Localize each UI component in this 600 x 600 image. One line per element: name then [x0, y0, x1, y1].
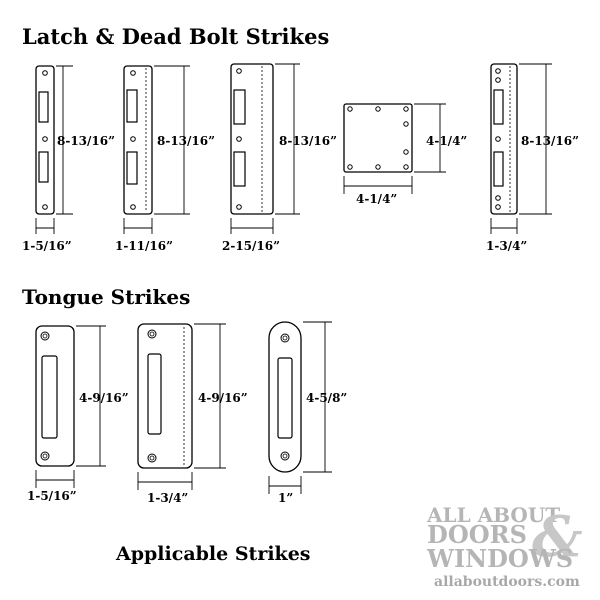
bolt-slot [493, 151, 504, 187]
logo-line-3: WINDOWS [426, 544, 573, 573]
bolt-slot [38, 151, 49, 183]
tongue-strike-2: 4-9/16” 1-3/4” [137, 323, 248, 505]
screw-hole [236, 204, 242, 210]
latch-strike-1-height: 8-13/16” [57, 134, 115, 148]
logo-line-1: ALL ABOUT [426, 503, 560, 527]
latch-slot [493, 89, 504, 125]
latch-strike-3-height: 8-13/16” [279, 134, 337, 148]
latch-strike-4-width: 4-1/4” [356, 192, 397, 206]
latch-strike-4-height: 4-1/4” [426, 134, 467, 148]
logo-ampersand: & [532, 504, 583, 570]
logo-url: allaboutdoors.com [434, 574, 580, 590]
latch-strike-2-height: 8-13/16” [157, 134, 215, 148]
logo-line-2: DOORS [427, 520, 527, 549]
latch-strike-5: 8-13/16” 1-3/4” [486, 63, 579, 253]
latch-strike-1: 8-13/16” 1-5/16” [22, 65, 115, 253]
latch-slot [126, 89, 138, 123]
tongue-slot [147, 353, 162, 435]
screw-hole [130, 70, 136, 76]
screw-hole [130, 136, 136, 142]
tongue-slot [277, 357, 293, 439]
screw-hole [236, 68, 242, 74]
latch-strike-3: 8-13/16” 2-15/16” [222, 63, 337, 253]
strike-plate [123, 65, 153, 215]
tongue-strike-3: 4-5/8” 1” [268, 321, 347, 505]
tongue-strike-3-width: 1” [278, 491, 293, 505]
tongue-strike-1-height: 4-9/16” [79, 391, 129, 405]
tongue-strike-1-width: 1-5/16” [27, 489, 77, 503]
latch-strike-2: 8-13/16” 1-11/16” [115, 65, 215, 253]
tongue-strike-3-height: 4-5/8” [306, 391, 347, 405]
screw-hole [236, 136, 242, 142]
screw-hole [42, 70, 48, 76]
latch-strike-5-width: 1-3/4” [486, 239, 527, 253]
latch-strike-3-width: 2-15/16” [222, 239, 280, 253]
tongue-strike-2-height: 4-9/16” [198, 391, 248, 405]
screw-hole [130, 204, 136, 210]
strike-plate [490, 63, 518, 215]
tongue-strike-2-width: 1-3/4” [147, 491, 188, 505]
latch-strike-4: 4-1/4” 4-1/4” [343, 103, 467, 206]
tongue-slot [41, 355, 58, 439]
tongue-strikes-heading: Tongue Strikes [22, 285, 190, 309]
tongue-strike-1: 4-9/16” 1-5/16” [27, 325, 129, 503]
latch-strikes-heading: Latch & Dead Bolt Strikes [22, 24, 329, 49]
bolt-slot [233, 151, 246, 187]
screw-hole [42, 136, 48, 142]
strike-plate [343, 103, 413, 173]
bolt-slot [126, 151, 138, 185]
latch-slot [233, 89, 246, 125]
brand-logo: ALL ABOUT & DOORS WINDOWS allaboutdoors.… [426, 503, 583, 590]
latch-strike-1-width: 1-5/16” [22, 239, 72, 253]
applicable-strikes-heading: Applicable Strikes [115, 543, 311, 565]
latch-strike-2-width: 1-11/16” [115, 239, 173, 253]
latch-strike-5-height: 8-13/16” [521, 134, 579, 148]
screw-hole [42, 204, 48, 210]
latch-slot [38, 91, 49, 123]
